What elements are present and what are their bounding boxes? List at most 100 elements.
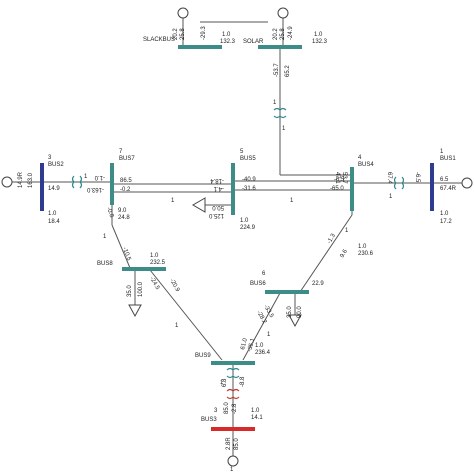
slack-busbar[interactable]	[178, 45, 222, 49]
branch-label: 1	[175, 323, 179, 329]
transformer-icon[interactable]	[393, 176, 405, 190]
flow-value: 14.9	[48, 186, 60, 192]
flow-value: 61.0	[240, 337, 249, 350]
bus9-busbar[interactable]	[211, 361, 255, 365]
flow-value: 22.9	[312, 281, 324, 287]
flow-value: 67.4R	[440, 186, 457, 192]
branch-label: 1	[267, 332, 271, 338]
load-arrow-icon[interactable]	[192, 197, 206, 213]
flow-value: 25.8	[180, 28, 186, 40]
generator-icon[interactable]	[1, 176, 13, 188]
branch-label: 1	[230, 467, 234, 473]
flow-value: -53.7	[274, 63, 280, 77]
flow-value: 50.0	[212, 204, 224, 210]
transformer-icon[interactable]	[71, 175, 83, 189]
bus8-label: BUS8	[97, 261, 113, 267]
flow-value: 6.8	[222, 378, 228, 387]
bus4-busbar[interactable]	[350, 167, 354, 211]
bus4-bus6-line-diag[interactable]	[299, 214, 353, 293]
generator-icon[interactable]	[277, 7, 289, 19]
branch-label: 1	[345, 228, 349, 234]
flow-value: -163.0	[86, 186, 104, 192]
bus6-bus9-line[interactable]	[242, 292, 281, 361]
flow-value: 20.2	[173, 28, 179, 40]
branch-label: 1	[220, 380, 224, 386]
load-arrow-icon[interactable]	[288, 314, 302, 328]
branch-label: 1	[389, 194, 393, 200]
flow-value: 53.7	[341, 172, 347, 184]
bus6-label: BUS6	[250, 281, 266, 287]
flow-value: -10.5	[121, 247, 132, 263]
generator-icon[interactable]	[461, 177, 473, 189]
transformer-icon[interactable]	[226, 367, 240, 379]
flow-value: -1.0	[94, 174, 105, 180]
flow-value: 100.0	[138, 281, 144, 297]
bus7-number: 7	[119, 149, 123, 155]
bus1-angle: 17.2	[440, 219, 452, 225]
bus5-label: BUS5	[240, 156, 256, 162]
solar-bus-label: SOLAR	[243, 39, 264, 45]
generators	[1, 7, 473, 467]
bus8-busbar[interactable]	[122, 267, 166, 271]
solar-busbar[interactable]	[258, 45, 302, 49]
bus5-busbar[interactable]	[231, 163, 235, 215]
bus2-number: 3	[48, 155, 52, 161]
bus8-bus9-line[interactable]	[149, 269, 223, 361]
branch-label: 1	[273, 100, 277, 106]
flow-value: 25.8	[280, 28, 286, 40]
flow-value: -6.5	[334, 177, 345, 183]
flow-value: -0.2	[120, 187, 131, 193]
bus2-label: BUS2	[48, 162, 64, 168]
generator-icon[interactable]	[177, 7, 189, 19]
bus6-number: 6	[262, 271, 266, 277]
bus6-busbar[interactable]	[265, 290, 309, 294]
bus5-voltage: 1.0	[240, 218, 249, 224]
load-arrow-icon[interactable]	[128, 304, 142, 318]
flow-value: -24.5	[148, 276, 160, 291]
bus4-label: BUS4	[358, 162, 374, 168]
branch-label: 1	[171, 198, 175, 204]
flow-value: 2.8R	[226, 437, 232, 450]
generator-icon[interactable]	[227, 455, 239, 467]
flow-value: -20.9	[168, 278, 180, 293]
flow-value: 67.4	[386, 172, 392, 184]
flow-value: -6.5	[414, 172, 420, 183]
bus3-angle: 14.1	[251, 415, 263, 421]
bus5-angle: 224.9	[240, 225, 256, 231]
flow-value: -24.9	[288, 26, 294, 40]
branches	[12, 18, 462, 456]
solar-angle: 132.3	[312, 39, 328, 45]
bus3-number: 3	[214, 408, 218, 414]
bus7-busbar[interactable]	[110, 163, 114, 205]
transformer-icon[interactable]	[273, 107, 287, 119]
flow-value: 20.2	[273, 28, 279, 40]
flow-value: -0.8	[105, 207, 114, 219]
bus2-angle: 18.4	[48, 219, 60, 225]
bus1-label: BUS1	[440, 156, 456, 162]
bus7-bus8-line-diag[interactable]	[111, 224, 131, 269]
flow-value: 24.8	[118, 215, 130, 221]
branch-label: 1	[282, 126, 286, 132]
bus2-busbar[interactable]	[40, 163, 44, 211]
slack-angle: 132.3	[220, 39, 236, 45]
transformer-icon[interactable]	[226, 388, 240, 400]
flow-value: 35.0	[287, 306, 293, 318]
flow-value: 163.0	[28, 172, 34, 188]
loads	[128, 197, 302, 328]
flow-value: -31.6	[242, 186, 256, 192]
branch-label: 1	[290, 198, 294, 204]
bus7-label: BUS7	[119, 156, 135, 162]
bus-labels: SLACKBUS 1.0 132.3 SOLAR 1.0 132.3 3 BUS…	[48, 32, 456, 423]
bus9-angle: 236.4	[255, 350, 271, 356]
bus4-angle: 230.6	[358, 251, 374, 257]
bus1-busbar[interactable]	[430, 163, 434, 211]
flow-value: -65.0	[330, 186, 344, 192]
flow-values: 20.2 25.8 -29.3 20.2 25.8 -24.9 -53.7 65…	[18, 26, 457, 473]
flow-value: 9.6	[340, 248, 350, 259]
flow-value: 65.2	[285, 65, 291, 77]
bus8-voltage: 1.0	[150, 253, 159, 259]
flow-value: -29.3	[201, 26, 207, 40]
flow-value: 47.1	[334, 172, 340, 184]
flow-value: -35.1	[247, 337, 257, 352]
bus3-busbar[interactable]	[211, 427, 255, 431]
